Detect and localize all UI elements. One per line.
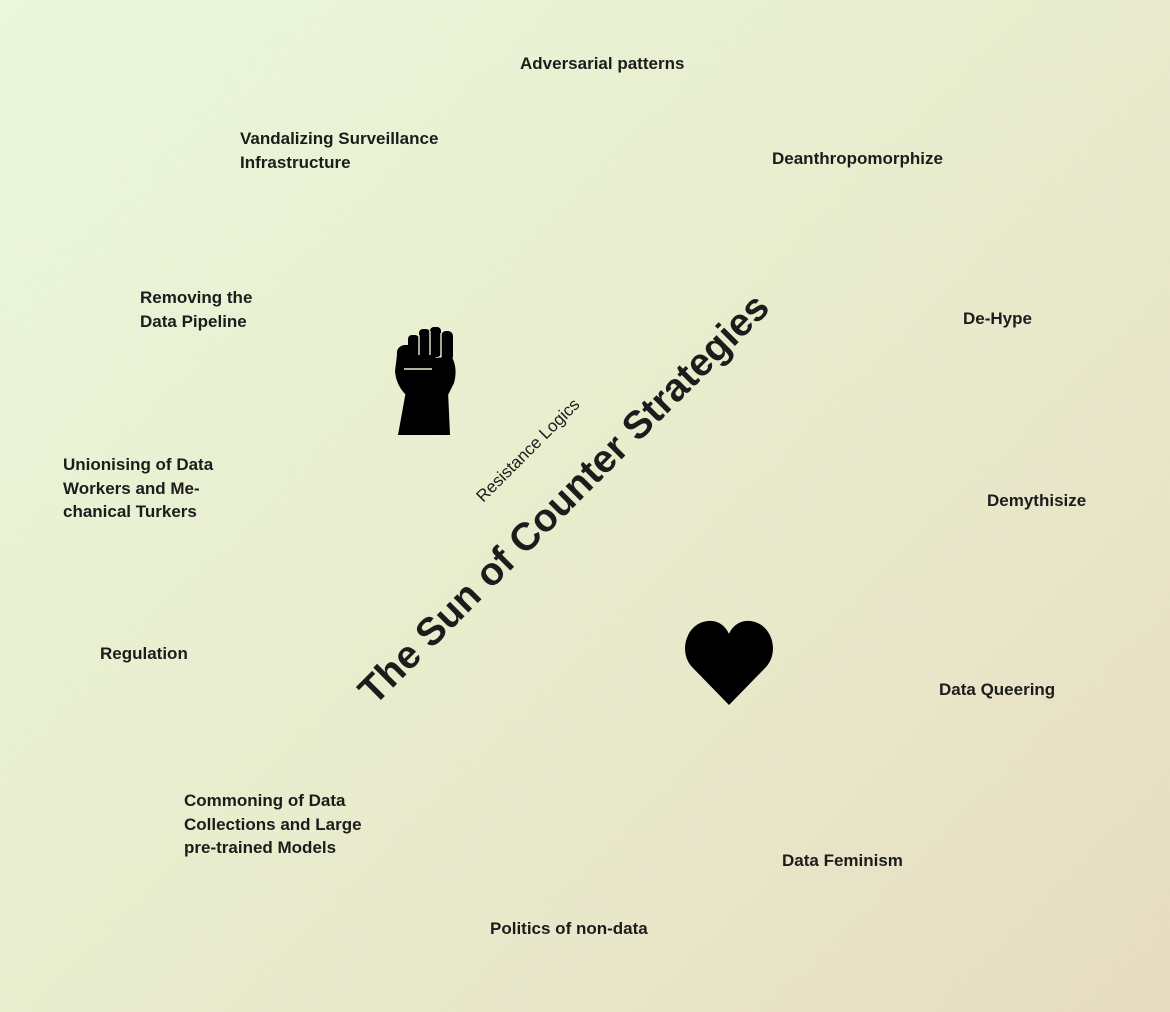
strategy-line: pre-trained Models <box>184 838 337 857</box>
strategy-demythisize: Demythisize <box>987 489 1086 513</box>
strategy-deanthropomorphize: Deanthropomorphize <box>772 147 943 171</box>
strategy-line: Collections and Large <box>184 814 362 834</box>
strategy-line: Data Feminism <box>782 851 903 870</box>
strategy-line: Data Queering <box>939 680 1056 699</box>
strategy-de-hype: De-Hype <box>963 307 1032 331</box>
strategy-line: Deanthropomorphize <box>772 149 943 168</box>
strategy-removing-data-pipeline: Removing the Data Pipeline <box>140 286 252 333</box>
strategy-line: Vandalizing Surveillance <box>240 129 439 148</box>
strategy-line: Adversarial patterns <box>520 54 685 73</box>
strategy-commoning: Commoning of Data Collections and Large … <box>184 789 362 860</box>
strategy-line: Unionising of Data <box>63 455 214 474</box>
strategy-regulation: Regulation <box>100 642 188 666</box>
strategy-line: Infrastructure <box>240 152 351 172</box>
strategy-adversarial-patterns: Adversarial patterns <box>520 52 684 76</box>
strategy-data-queering: Data Queering <box>939 678 1055 702</box>
strategy-line: Demythisize <box>987 491 1087 510</box>
raised-fist-icon <box>395 327 456 435</box>
strategy-line: Workers and Me- <box>63 478 200 498</box>
strategy-unionising: Unionising of Data Workers and Me- chani… <box>63 453 213 524</box>
strategy-line: Commoning of Data <box>184 791 346 810</box>
strategy-line: Politics of non-data <box>490 919 648 938</box>
strategy-line: chanical Turkers <box>63 502 197 521</box>
strategy-line: Data Pipeline <box>140 311 247 331</box>
strategy-vandalizing-surveillance: Vandalizing Surveillance Infrastructure <box>240 127 438 174</box>
strategy-line: Regulation <box>100 644 188 663</box>
strategy-line: De-Hype <box>963 309 1032 328</box>
strategy-politics-of-non-data: Politics of non-data <box>490 917 648 941</box>
strategy-line: Removing the <box>140 288 253 307</box>
strategy-data-feminism: Data Feminism <box>782 849 903 873</box>
heart-icon <box>685 620 773 705</box>
